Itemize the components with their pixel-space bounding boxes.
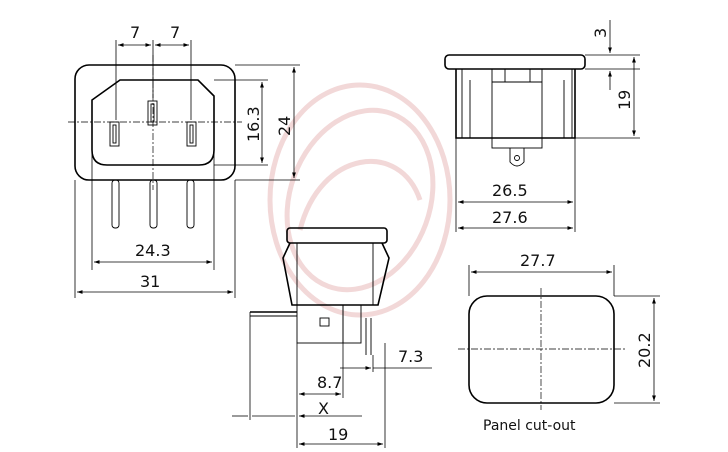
dim-body-height-inner: 16.3 bbox=[244, 106, 263, 142]
dim-pin-pitch-left: 7 bbox=[130, 23, 140, 42]
dim-pin-pitch-right: 7 bbox=[170, 23, 180, 42]
dim-pin-depth: 8.7 bbox=[317, 373, 342, 392]
dim-body-width-inner: 24.3 bbox=[135, 241, 171, 260]
panel-cutout-caption: Panel cut-out bbox=[483, 418, 576, 434]
dim-flange-thickness: 3 bbox=[591, 28, 610, 38]
dim-body-width-outer: 31 bbox=[140, 272, 160, 291]
side-view bbox=[444, 20, 640, 232]
profile-view bbox=[232, 227, 432, 448]
dim-bottom-depth: 19 bbox=[328, 425, 348, 444]
panel-cutout-view bbox=[458, 265, 660, 410]
front-view bbox=[68, 40, 300, 298]
dim-cutout-height: 20.2 bbox=[635, 332, 654, 368]
watermark-logo bbox=[267, 82, 453, 318]
dim-side-outer-width: 27.6 bbox=[492, 208, 528, 227]
dim-side-height: 19 bbox=[615, 90, 634, 110]
dim-body-height-outer: 24 bbox=[275, 116, 294, 136]
dim-cutout-width: 27.7 bbox=[520, 251, 556, 270]
dim-pin-offset: 7.3 bbox=[398, 347, 423, 366]
dim-side-inner-width: 26.5 bbox=[492, 181, 528, 200]
dim-panel-variable: X bbox=[318, 399, 329, 418]
